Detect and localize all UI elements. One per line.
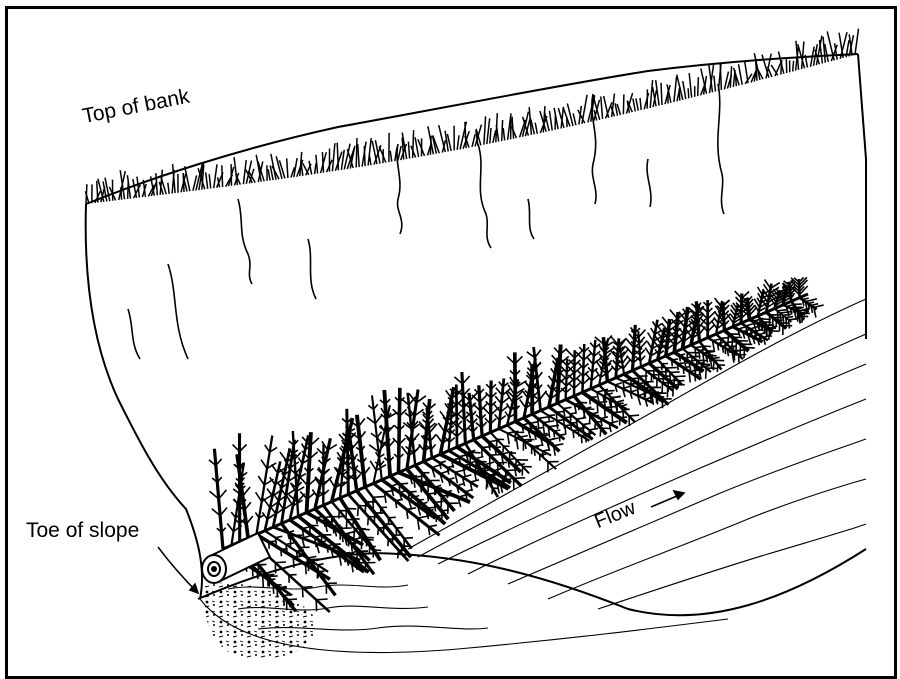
- bank-cracks: [128, 84, 724, 359]
- grass-blade: [364, 146, 365, 166]
- grass-blade: [206, 172, 208, 189]
- grass-blade: [535, 123, 537, 134]
- grass-blade: [745, 61, 749, 84]
- grass-blade: [661, 83, 662, 105]
- tree-needles: [789, 319, 798, 329]
- grass-blade: [183, 173, 184, 192]
- grass-blade: [487, 118, 490, 144]
- grass-blade: [390, 151, 392, 162]
- illustration-frame: Top of bank Toe of slope Flow: [5, 6, 897, 679]
- grass-blade: [623, 94, 624, 114]
- grass-blade: [573, 113, 576, 125]
- grass-blade: [332, 143, 335, 171]
- grass-blade: [855, 29, 859, 55]
- grass-blade: [683, 81, 686, 99]
- grass-blade: [601, 97, 603, 120]
- grass-blade: [739, 64, 743, 84]
- pointer-arrow-icon: [158, 547, 198, 593]
- grass-blade: [209, 174, 211, 188]
- grass-blade: [484, 116, 486, 144]
- grass-blade: [674, 76, 677, 102]
- grass-blade: [168, 183, 169, 194]
- grass-blade: [287, 158, 288, 178]
- grass-blade: [679, 89, 680, 101]
- grass-blade: [490, 128, 491, 144]
- grass-blade: [640, 98, 641, 110]
- tree-needles: [814, 305, 824, 317]
- grass-blade: [633, 99, 635, 112]
- grass-blade: [316, 155, 318, 174]
- grass-blade: [823, 37, 825, 63]
- toe-gravel: [203, 583, 316, 659]
- grass-blade: [268, 169, 270, 180]
- grass-blade: [439, 125, 446, 152]
- grass-blade: [650, 80, 652, 108]
- grass-blade: [243, 160, 246, 184]
- grass-blade: [222, 165, 223, 187]
- grass-blade: [369, 154, 371, 165]
- grass-blade: [730, 66, 731, 88]
- grass-blade: [714, 76, 716, 92]
- grass-blade: [636, 98, 638, 110]
- toe-of-slope-label: Toe of slope: [26, 519, 139, 543]
- grass-blade: [214, 164, 217, 188]
- grass-blade: [315, 163, 316, 174]
- grass-blade: [550, 111, 553, 131]
- conifer-revetment: [209, 277, 824, 612]
- grass-blade: [358, 144, 360, 167]
- tree-branch: [357, 491, 411, 558]
- grass-blade: [356, 138, 357, 168]
- arrow-right-icon: [651, 491, 684, 507]
- grass-blade: [604, 96, 609, 118]
- grass-fringe: [85, 29, 858, 204]
- grass-blade: [502, 120, 503, 141]
- grass-blade: [688, 88, 689, 98]
- grass-blade: [793, 61, 794, 72]
- grass-blade: [408, 142, 409, 159]
- grass-blade: [689, 73, 692, 98]
- grass-blade: [322, 152, 323, 173]
- grass-blade: [503, 128, 505, 141]
- grass-blade: [457, 135, 459, 150]
- grass-blade: [121, 187, 122, 199]
- grass-blade: [698, 77, 699, 96]
